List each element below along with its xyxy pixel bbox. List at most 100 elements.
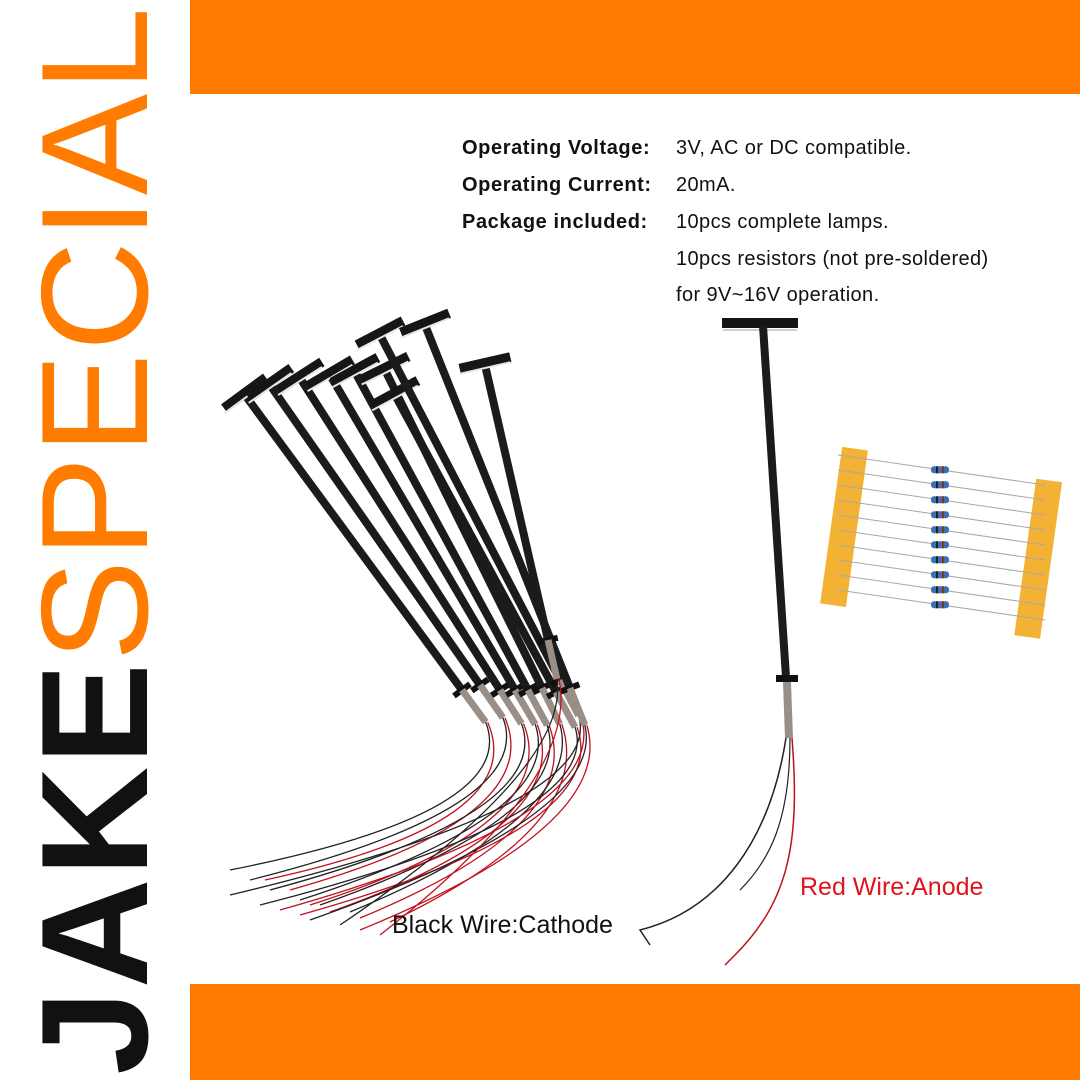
lamp-post [376,333,564,682]
resistor-body [931,496,949,504]
lamp-base [776,675,798,682]
lamp-head-lens [248,372,292,404]
resistor [837,574,1046,606]
spec-row-current: Operating Current: 20mA. [462,167,989,204]
street-lamp [221,373,495,881]
spec-continuation: 10pcs resistors (not pre-soldered) [462,241,989,277]
lamp-pin [544,639,561,680]
lamp-head [399,308,451,338]
lamp-bundle-image [221,308,591,936]
resistor-body [931,481,949,489]
lamp-head [305,355,355,391]
spec-value: 10pcs resistors (not pre-soldered) [676,247,989,270]
spec-value: 10pcs complete lamps. [676,211,889,233]
spec-label: Operating Voltage: [462,137,651,159]
red-wire [279,715,585,911]
red-wire [389,723,568,923]
street-lamp [339,352,562,936]
resistor [837,529,1046,561]
red-wire [329,724,543,913]
lamp-pin [511,688,539,727]
resistor-body [931,511,949,519]
lamp-pin [497,688,525,726]
spec-continuation: for 9V~16V operation. [462,277,989,313]
red-wire [289,717,512,891]
lamp-head-lens [459,361,511,375]
tape-left [820,446,868,607]
street-lamp [638,318,798,966]
street-lamp [245,363,512,891]
resistor-body [931,466,949,474]
lamp-post [266,382,484,688]
spec-row-package: Package included: 10pcs complete lamps. [462,204,989,241]
spec-value: 3V, AC or DC compatible. [676,137,912,159]
spec-value: for 9V~16V operation. [676,283,880,306]
resistor [837,544,1046,576]
resistor-body [931,556,949,564]
black-wire [249,717,508,881]
lamp-head-lens [356,325,404,351]
spec-row-voltage: Operating Voltage: 3V, AC or DC compatib… [462,130,989,167]
single-lamp-image [638,318,798,966]
lamp-head-lens [400,317,450,339]
lamp-head [329,353,381,387]
spec-list: Operating Voltage: 3V, AC or DC compatib… [462,130,989,313]
lamp-head-lens [277,366,323,396]
lamp-post [351,370,532,692]
lamp-head [458,352,512,374]
lamp-post [241,392,466,693]
black-wire [739,737,791,891]
top-orange-bar [190,0,1080,94]
lamp-head [275,357,325,395]
black-wire-label: Black Wire:Cathode [392,911,613,939]
resistor-body [931,541,949,549]
resistor [837,559,1046,591]
lamp-pin [566,686,589,727]
red-wire [724,737,796,966]
resistor [837,484,1046,516]
black-wire [638,737,787,946]
black-wire [269,723,526,891]
street-lamp [259,376,582,916]
resistor-body [931,526,949,534]
lamp-head-lens [331,361,379,389]
lamp-head [245,363,295,403]
lamp-post [759,325,790,678]
street-lamp [349,352,568,923]
lamp-post [481,364,552,641]
lamp-head [221,373,269,413]
black-wire [349,723,564,913]
red-wire [309,723,530,906]
lamp-pin [524,688,551,727]
black-wire [299,724,540,901]
lamp-pin [783,681,793,739]
resistor [837,514,1046,546]
lamp-post [296,375,504,693]
resistor-body [931,586,949,594]
lamp-pin [538,686,563,726]
resistor [837,589,1046,621]
spec-label: Operating Current: [462,174,652,196]
resistor-tape [820,446,868,607]
black-wire [229,715,581,896]
resistor [837,499,1046,531]
black-wire [229,721,491,871]
red-wire-label: Red Wire:Anode [800,873,984,901]
lamp-head [354,316,406,350]
street-lamp [299,355,543,913]
black-wire [259,726,578,906]
lamp-head-lens [361,360,409,386]
lamp-pin [477,682,506,720]
lamp-post [326,372,519,693]
lamp-post [391,393,560,694]
resistor-body [931,571,949,579]
lamp-pin [459,687,489,725]
red-wire [379,678,562,936]
bottom-orange-bar [190,984,1080,1080]
resistor [837,454,1046,486]
black-wire [339,678,559,926]
resistor-body [931,601,949,609]
resistor [837,469,1046,501]
lamp-pin [552,690,579,729]
